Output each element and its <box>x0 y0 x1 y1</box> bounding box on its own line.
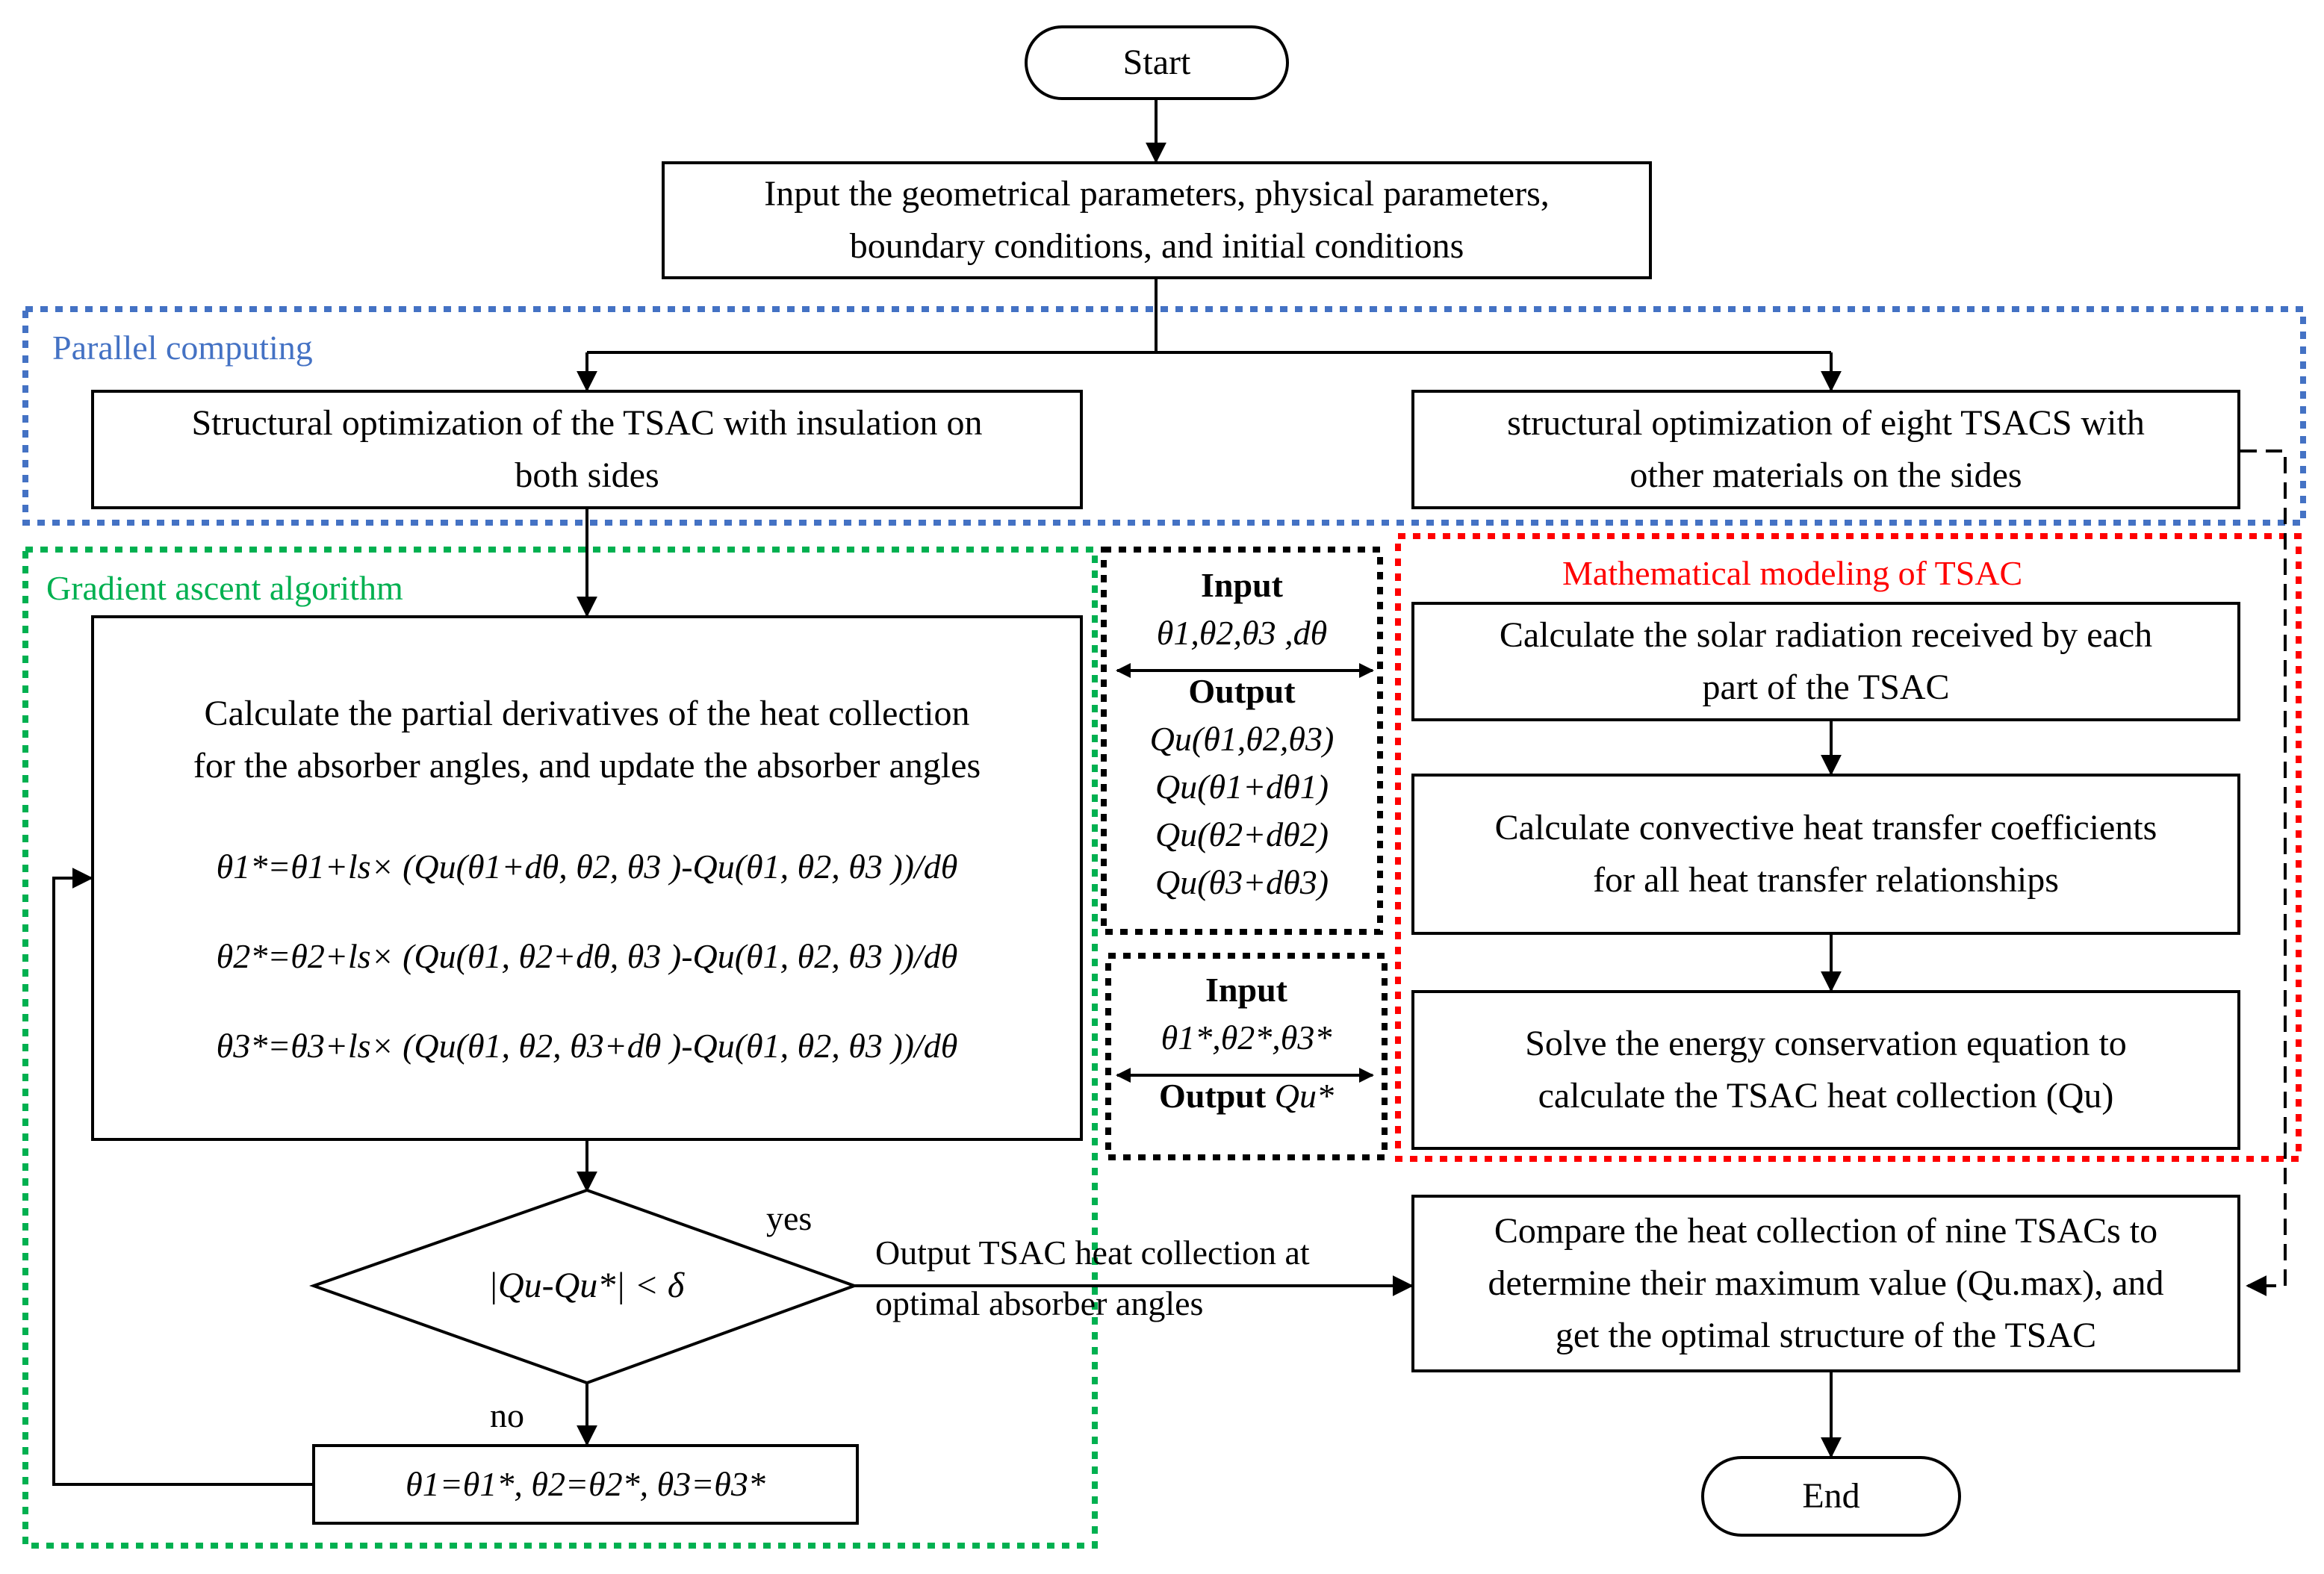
assign-angles-text: θ1=θ1*, θ2=θ2*, θ3=θ3* <box>406 1465 765 1503</box>
io-block-2: Input θ1*,θ2*,θ3* Output Qu* <box>1111 966 1382 1120</box>
compare-heat-collection-box: Compare the heat collection of nine TSAC… <box>1411 1195 2240 1372</box>
end-terminal: End <box>1701 1456 1961 1537</box>
input-parameters-line-1: Input the geometrical parameters, physic… <box>764 174 1550 214</box>
start-terminal: Start <box>1025 25 1289 100</box>
decision-condition: |Qu-Qu*| < δ <box>488 1266 685 1305</box>
update-equation-theta3: θ3*=θ3+ls× (Qu(θ1, θ2, θ3+dθ )-Qu(θ1, θ2… <box>216 1027 958 1065</box>
convective-coefficients-line-2: for all heat transfer relationships <box>1593 860 2059 900</box>
gradient-ascent-title: Gradient ascent algorithm <box>46 569 403 607</box>
input-parameters-box: Input the geometrical parameters, physic… <box>662 161 1652 279</box>
input-parameters-line-2: boundary conditions, and initial conditi… <box>849 226 1464 266</box>
solar-radiation-line-2: part of the TSAC <box>1702 668 1950 707</box>
io-2-input-vars: θ1*,θ2*,θ3* <box>1161 1018 1332 1057</box>
arrow-feedback-loop <box>52 868 312 1486</box>
optimization-insulation-box: Structural optimization of the TSAC with… <box>91 390 1083 509</box>
start-label: Start <box>1122 43 1191 82</box>
io-1-output-title: Output <box>1188 672 1296 710</box>
optimization-insulation-line-1: Structural optimization of the TSAC with… <box>191 403 983 443</box>
gradient-region-frame <box>22 547 1098 1549</box>
yes-label: yes <box>766 1199 813 1237</box>
parallel-computing-title: Parallel computing <box>52 329 313 367</box>
solar-radiation-line-1: Calculate the solar radiation received b… <box>1499 615 2153 655</box>
partial-derivatives-box: Calculate the partial derivatives of the… <box>91 615 1083 1141</box>
energy-equation-box: Solve the energy conservation equation t… <box>1411 990 2240 1150</box>
update-equation-theta1: θ1*=θ1+ls× (Qu(θ1+dθ, θ2, θ3 )-Qu(θ1, θ2… <box>216 847 958 886</box>
io-1-output-var-1: Qu(θ1,θ2,θ3) <box>1149 720 1335 758</box>
io-1-input-title: Input <box>1201 566 1283 604</box>
io-1-input-vars: θ1,θ2,θ3 ,dθ <box>1156 614 1328 652</box>
mathematical-modeling-title: Mathematical modeling of TSAC <box>1562 554 2023 592</box>
io-2-output-title: Output <box>1159 1077 1267 1115</box>
energy-equation-line-2: calculate the TSAC heat collection (Qu) <box>1538 1076 2114 1116</box>
io-2-input-title: Input <box>1205 971 1287 1009</box>
optimization-eight-line-1: structural optimization of eight TSACS w… <box>1507 403 2145 443</box>
solar-radiation-box: Calculate the solar radiation received b… <box>1411 602 2240 721</box>
io-1-output-var-3: Qu(θ2+dθ2) <box>1155 815 1329 853</box>
mathematical-region-frame <box>1395 533 2302 1162</box>
io-block-1-frame <box>1101 547 1383 935</box>
no-label: no <box>490 1396 524 1434</box>
compare-line-3: get the optimal structure of the TSAC <box>1555 1316 2097 1355</box>
parallel-region-frame <box>22 306 2306 526</box>
output-line-label-1: Output TSAC heat collection at <box>875 1234 1310 1272</box>
decision-diamond <box>308 1188 859 1385</box>
output-line-label-2: optimal absorber angles <box>875 1284 1204 1322</box>
optimization-insulation-line-2: both sides <box>515 455 659 495</box>
io-block-1: Input θ1,θ2,θ3 ,dθ Output Qu(θ1,θ2,θ3) Q… <box>1107 562 1377 906</box>
partial-derivatives-line-1: Calculate the partial derivatives of the… <box>204 694 970 733</box>
convective-coefficients-line-1: Calculate convective heat transfer coeff… <box>1494 808 2157 847</box>
optimization-eight-box: structural optimization of eight TSACS w… <box>1411 390 2240 509</box>
end-label: End <box>1802 1476 1860 1516</box>
io-block-2-frame <box>1105 953 1388 1160</box>
update-equation-theta2: θ2*=θ2+ls× (Qu(θ1, θ2+dθ, θ3 )-Qu(θ1, θ2… <box>216 937 958 975</box>
dashed-eight-to-compare <box>2240 450 2287 1296</box>
energy-equation-line-1: Solve the energy conservation equation t… <box>1525 1024 2127 1063</box>
compare-line-1: Compare the heat collection of nine TSAC… <box>1494 1211 2158 1251</box>
convective-coefficients-box: Calculate convective heat transfer coeff… <box>1411 774 2240 935</box>
assign-angles-box: θ1=θ1*, θ2=θ2*, θ3=θ3* <box>312 1444 859 1525</box>
partial-derivatives-line-2: for the absorber angles, and update the … <box>193 746 981 786</box>
compare-line-2: determine their maximum value (Qu.max), … <box>1488 1263 2164 1303</box>
io-1-output-var-2: Qu(θ1+dθ1) <box>1155 768 1329 806</box>
io-2-output-var: Qu* <box>1274 1077 1334 1115</box>
optimization-eight-line-2: other materials on the sides <box>1629 455 2022 495</box>
io-1-output-var-4: Qu(θ3+dθ3) <box>1155 863 1329 901</box>
